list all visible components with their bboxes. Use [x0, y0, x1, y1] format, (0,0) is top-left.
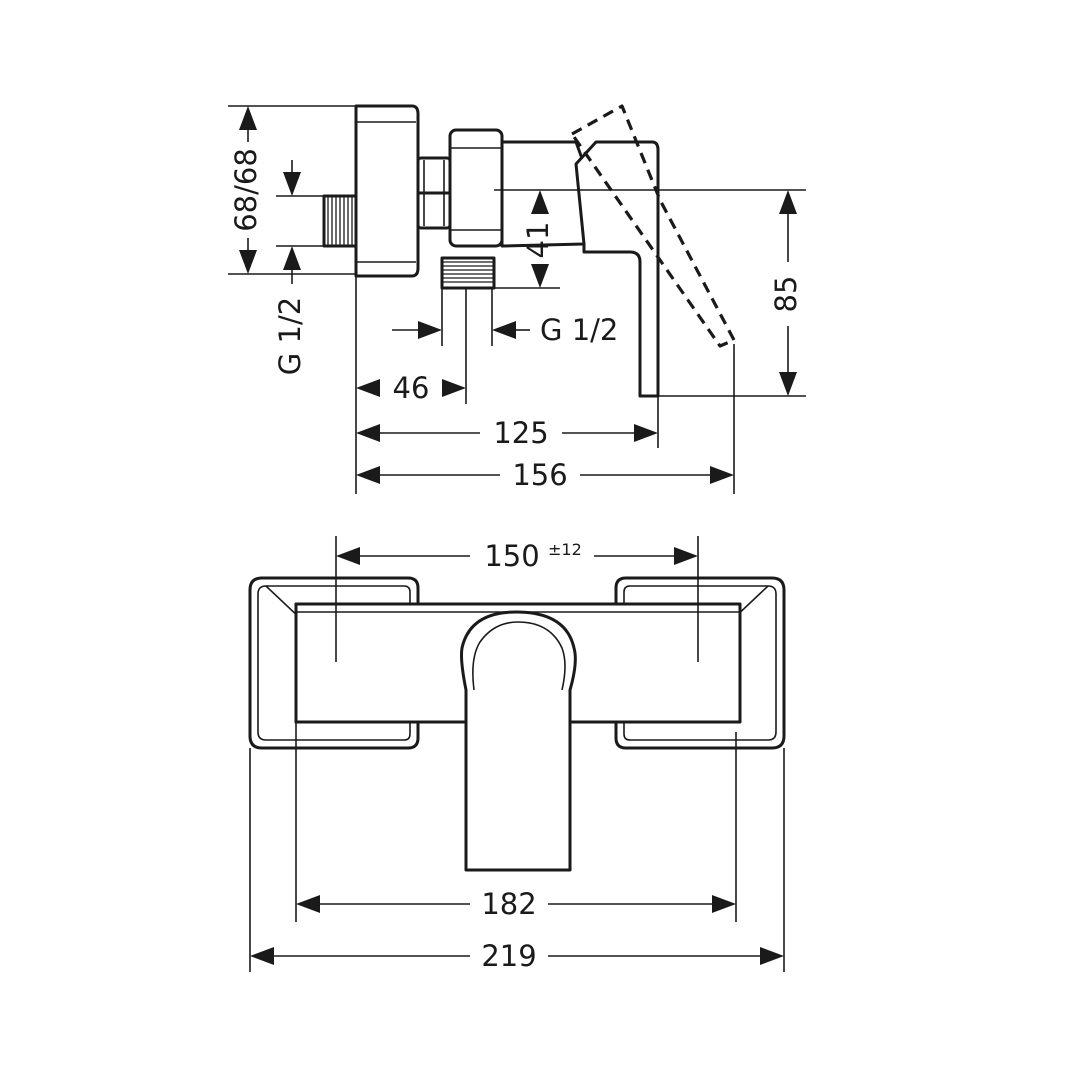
dim-label-centers-tolerance: ±12: [548, 540, 582, 559]
dimension-depth-open: 156: [356, 458, 734, 492]
dim-label-outlet-offset: 46: [393, 371, 430, 405]
mixer-body: [448, 128, 586, 248]
dim-label-outlet-thread: G 1/2: [540, 313, 618, 347]
side-view: 68/68 G 1/2 41 G 1/2: [228, 104, 806, 494]
lever-handle: [574, 140, 660, 398]
dim-label-depth-open: 156: [512, 458, 567, 492]
front-view: 150 ±12 182 219: [248, 536, 786, 973]
dim-label-body-width: 182: [481, 887, 536, 921]
outlet-thread-stub: [440, 256, 496, 290]
dimension-total-width: 219: [250, 939, 784, 973]
dim-label-depth: 125: [493, 416, 548, 450]
dimension-centers: 150 ±12: [336, 539, 698, 573]
dim-label-inlet-thread: G 1/2: [273, 297, 307, 375]
inlet-thread-stub: [322, 194, 358, 248]
wall-flange: [354, 104, 420, 278]
dimension-outlet-height: 41: [494, 189, 560, 289]
dimension-body-width: 182: [296, 887, 736, 921]
dim-label-handle-height: 85: [769, 276, 803, 313]
dimension-outlet-thread: G 1/2: [392, 288, 618, 347]
lever-handle-open-position: [570, 104, 736, 348]
dimension-handle-height: 85: [560, 189, 806, 397]
dimension-depth: 125: [356, 416, 658, 450]
dim-label-outlet-height: 41: [521, 222, 555, 259]
dimension-inlet-thread: G 1/2: [273, 160, 324, 375]
dim-label-height-total: 68/68: [229, 148, 263, 232]
dimension-outlet-offset: 46: [356, 371, 466, 405]
dimension-height-total: 68/68: [228, 105, 356, 275]
lever-handle-front: [460, 610, 577, 872]
dim-label-total-width: 219: [481, 939, 536, 973]
left-escutcheon: [248, 576, 420, 750]
hex-nut: [416, 156, 452, 230]
dim-label-centers: 150: [484, 539, 539, 573]
